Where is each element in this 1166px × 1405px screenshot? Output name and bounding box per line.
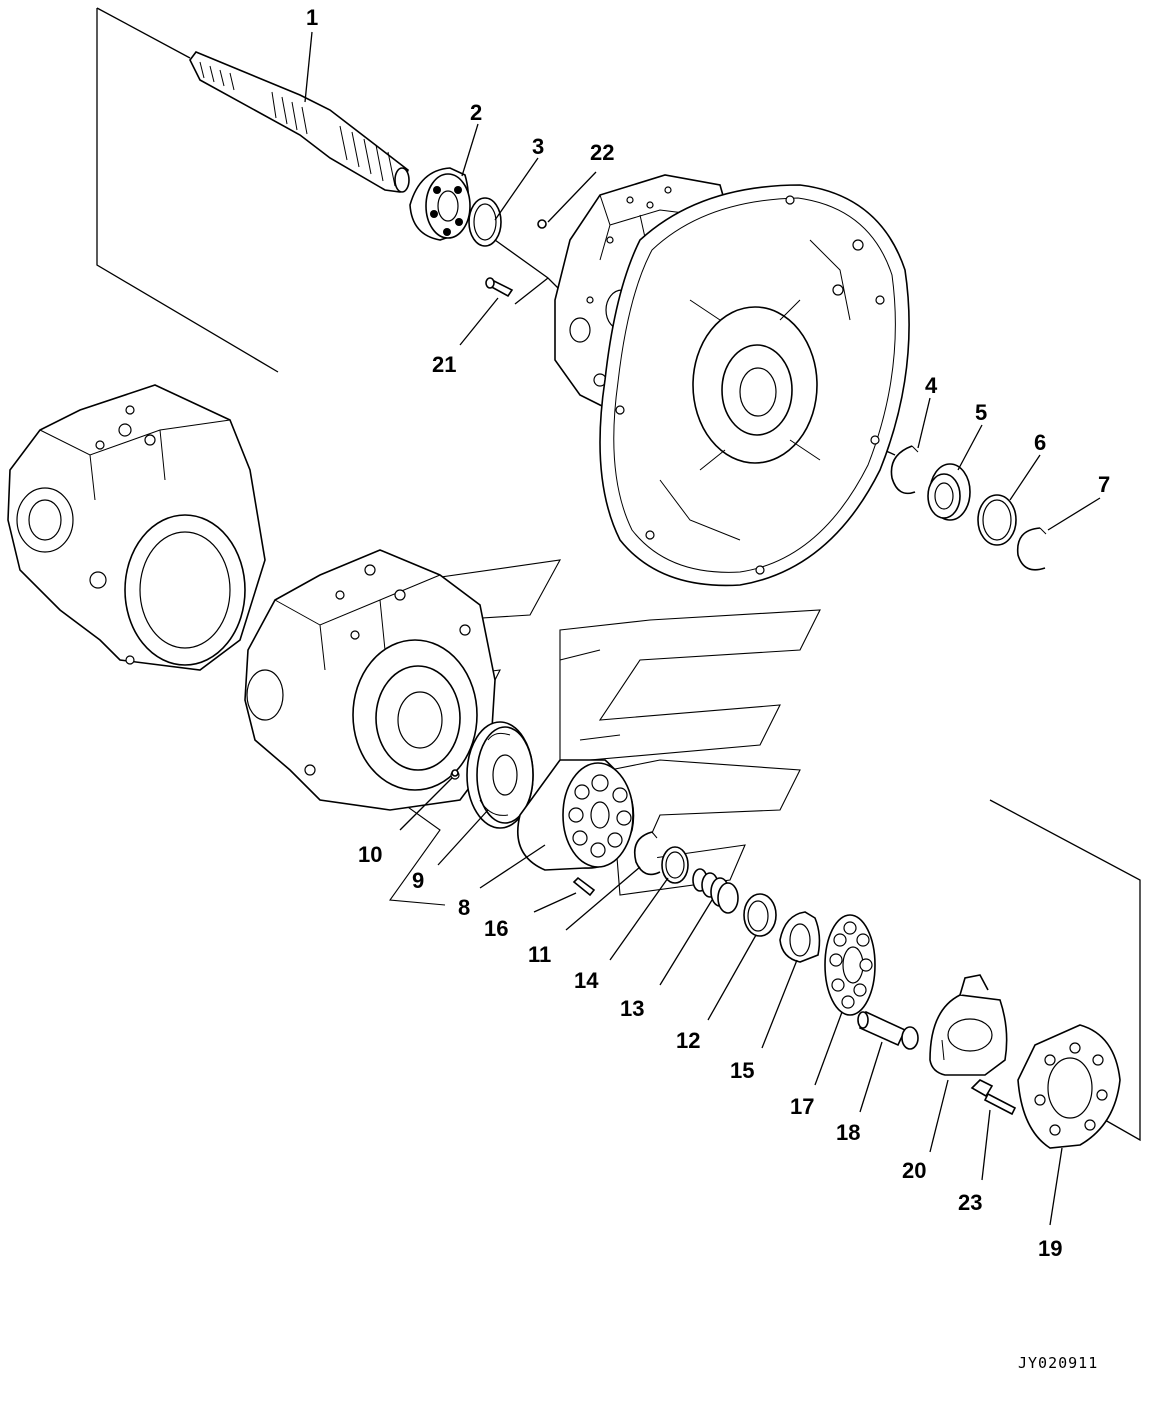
retainer-part-12: [743, 893, 777, 937]
callout-6: 6: [1034, 430, 1046, 455]
pump-housing-with-flange: [554, 174, 910, 587]
callout-leader-lines: [304, 31, 1101, 1226]
callout-17: 17: [790, 1094, 814, 1119]
pin-part-16: [572, 876, 596, 897]
callout-15: 15: [730, 1058, 754, 1083]
callout-8: 8: [458, 895, 470, 920]
dowel-part-21: [485, 277, 514, 298]
cylinder-block-part-8: [516, 759, 635, 871]
pin-part-10: [451, 769, 459, 777]
bearing-part-5: [927, 463, 971, 521]
ball-guide-part-15: [779, 911, 821, 963]
callout-20: 20: [902, 1158, 926, 1183]
spring-part-13: [692, 868, 739, 914]
pump-housing-left: [7, 384, 266, 671]
bearing-part-2: [409, 167, 471, 241]
callout-9: 9: [412, 868, 424, 893]
callout-13: 13: [620, 996, 644, 1021]
end-cover-part-19: [1017, 1024, 1121, 1149]
swash-plate-part-20: [929, 974, 1008, 1076]
snap-ring-part-7: [1016, 527, 1047, 571]
callout-21: 21: [432, 352, 456, 377]
shaft-part-1: [189, 51, 410, 193]
callout-labels: 1 2 3 22 21 4 5 6 7 10 9 8 16 11 14 13 1…: [306, 5, 1110, 1261]
pin-part-18: [857, 1010, 919, 1050]
callout-16: 16: [484, 916, 508, 941]
snap-ring-part-11: [633, 831, 661, 876]
callout-12: 12: [676, 1028, 700, 1053]
callout-1: 1: [306, 5, 318, 30]
callout-19: 19: [1038, 1236, 1062, 1261]
callout-23: 23: [958, 1190, 982, 1215]
callout-11: 11: [528, 942, 551, 967]
snap-ring-part-4: [890, 445, 919, 495]
retainer-plate-part-17: [824, 914, 876, 1016]
callout-22: 22: [590, 140, 614, 165]
callout-7: 7: [1098, 472, 1110, 497]
pin-part-22: [537, 219, 547, 229]
drawing-reference-code: JY020911: [1018, 1354, 1098, 1372]
callout-10: 10: [358, 842, 382, 867]
callout-3: 3: [532, 134, 544, 159]
callout-14: 14: [574, 968, 599, 993]
callout-5: 5: [975, 400, 987, 425]
ring-part-3: [468, 197, 502, 247]
callout-2: 2: [470, 100, 482, 125]
ring-part-6: [977, 494, 1017, 546]
callout-18: 18: [836, 1120, 860, 1145]
valve-plate-part-9: [466, 721, 534, 829]
callout-4: 4: [925, 373, 938, 398]
bolt-part-23: [970, 1079, 1017, 1116]
ring-part-14: [661, 846, 689, 884]
pump-housing-center: [244, 549, 496, 811]
